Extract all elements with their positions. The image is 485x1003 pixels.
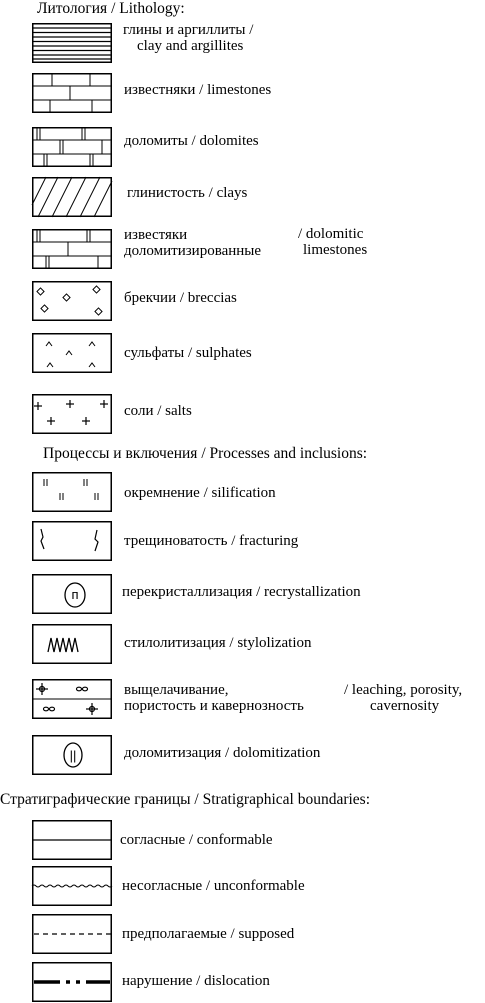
limestone-label: известняки / limestones xyxy=(124,82,272,98)
fracturing-symbol xyxy=(32,521,112,561)
breccia-label: брекчии / breccias xyxy=(124,290,237,306)
salt-label: соли / salts xyxy=(124,403,192,419)
fracturing-label: трещиноватость / fracturing xyxy=(124,533,299,549)
dolomite-symbol xyxy=(32,127,112,167)
clay-argillite-symbol xyxy=(32,23,112,63)
limestone-symbol xyxy=(32,73,112,113)
leaching-label-en2: cavernosity xyxy=(370,698,440,714)
lithology-heading: Литология / Lithology: xyxy=(37,0,185,17)
conformable-symbol xyxy=(32,820,112,860)
clays-symbol xyxy=(31,176,113,218)
dolomitic-limestone-label-ru2: доломитизированные xyxy=(124,243,262,259)
stylolization-label: стилолитизация / stylolization xyxy=(124,635,312,651)
leaching-label-en1: / leaching, porosity, xyxy=(344,682,463,698)
silification-symbol xyxy=(32,472,112,512)
clay-argillite-label-line1: глины и аргиллиты / xyxy=(123,22,254,38)
dislocation-symbol xyxy=(32,962,112,1002)
recrystallization-label: перекристаллизация / recrystallization xyxy=(122,584,361,600)
supposed-symbol xyxy=(32,914,112,954)
dolomitization-symbol: || xyxy=(32,735,112,775)
leaching-label-ru2: пористость и кавернозность xyxy=(124,698,304,714)
leaching-symbol xyxy=(32,679,112,719)
salt-symbol xyxy=(32,394,112,434)
sulphate-label: сульфаты / sulphates xyxy=(124,345,252,361)
dolomitic-limestone-label-en1: / dolomitic xyxy=(298,226,364,242)
dolomitization-label: доломитизация / dolomitization xyxy=(124,745,321,761)
clay-argillite-label-line2: clay and argillites xyxy=(137,38,244,54)
sulphate-symbol xyxy=(32,333,112,373)
boundaries-heading: Стратиграфические границы / Stratigraphi… xyxy=(0,791,371,808)
breccia-symbol xyxy=(32,281,112,321)
dolomitization-glyph: || xyxy=(70,748,77,763)
silification-label: окремнение / silification xyxy=(124,485,276,501)
dolomitic-limestone-label-en2: limestones xyxy=(303,242,368,258)
conformable-label: согласные / conformable xyxy=(120,832,273,848)
unconformable-symbol xyxy=(31,866,113,906)
dolomite-label: доломиты / dolomites xyxy=(124,133,259,149)
dolomitic-limestone-label-ru1: известяки xyxy=(124,227,188,243)
clays-label: глинистость / clays xyxy=(127,185,248,201)
unconformable-label: несогласные / unconformable xyxy=(122,878,305,894)
stylolization-symbol xyxy=(32,624,112,664)
processes-heading: Процессы и включения / Processes and inc… xyxy=(43,445,368,462)
leaching-label-ru1: выщелачивание, xyxy=(124,682,229,698)
supposed-label: предполагаемые / supposed xyxy=(122,926,295,942)
recrystallization-symbol: п xyxy=(32,574,112,614)
recrystallization-glyph: п xyxy=(71,587,78,602)
dislocation-label: нарушение / dislocation xyxy=(122,973,270,989)
dolomitic-limestone-symbol xyxy=(32,229,112,269)
